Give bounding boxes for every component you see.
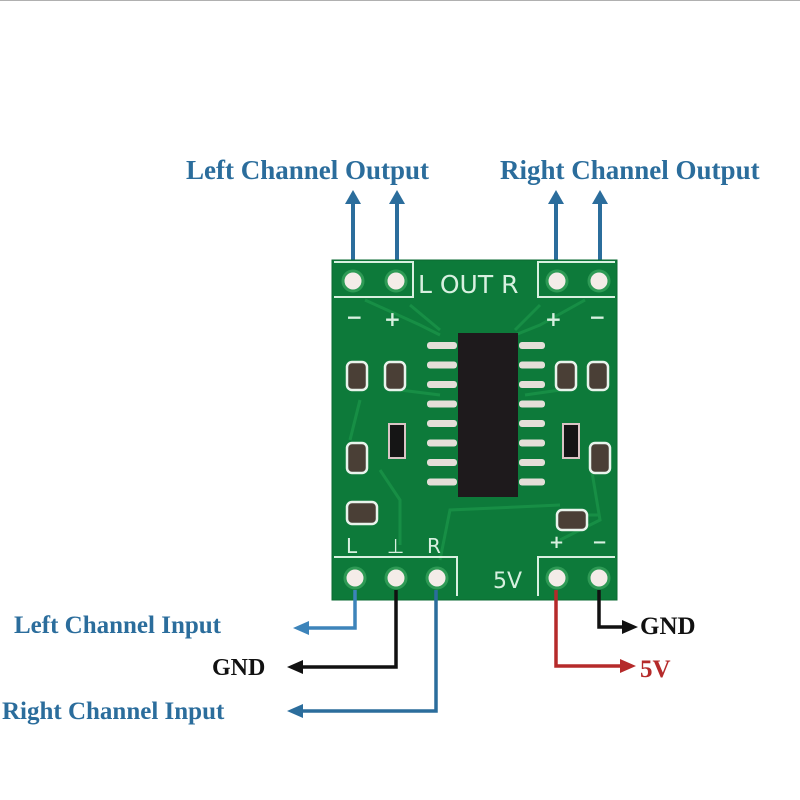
- arrow-left-input: [293, 621, 309, 635]
- pad-left-out-plus: [384, 269, 408, 293]
- pad-power-minus: [587, 566, 611, 590]
- wire-left-input: [305, 590, 357, 630]
- pad-power-plus: [545, 566, 569, 590]
- pad-in-gnd: [384, 566, 408, 590]
- pad-in-r: [425, 566, 449, 590]
- silkscreen-in-l: L: [346, 534, 358, 558]
- right-channel-input-label: Right Channel Input: [2, 698, 225, 725]
- chip-pin: [427, 342, 457, 349]
- chip-pin: [427, 459, 457, 466]
- pad-right-out-plus: [545, 269, 569, 293]
- chip-pin: [519, 420, 545, 427]
- silkscreen-left-minus: −: [346, 305, 363, 329]
- cap-c4: [586, 360, 610, 392]
- left-channel-output-label: Left Channel Output: [186, 155, 430, 185]
- cap-c6: [588, 441, 612, 475]
- output-arrows: [345, 190, 608, 262]
- power-5v-label: 5V: [640, 656, 671, 683]
- cap-c7: [345, 500, 379, 526]
- chip-body: [458, 333, 518, 497]
- silkscreen-power-minus: −: [592, 532, 607, 553]
- silkscreen-5v: 5V: [493, 569, 522, 594]
- chip-pin: [519, 459, 545, 466]
- left-output-minus-arrow: [345, 190, 361, 262]
- silkscreen-left-plus: +: [384, 307, 401, 331]
- top-silkscreen-boxes: [334, 261, 615, 298]
- power-wires: [554, 590, 638, 673]
- chip-pin: [519, 400, 545, 408]
- right-channel-output-label: Right Channel Output: [500, 155, 760, 185]
- pcb-board: L OUT R − + + −: [331, 259, 618, 601]
- top-border-line: [0, 0, 800, 1]
- cap-c1: [345, 360, 369, 392]
- silkscreen-right-minus: −: [589, 305, 606, 329]
- chip-pin: [519, 342, 545, 349]
- cap-c5: [345, 441, 369, 475]
- left-channel-input-label: Left Channel Input: [14, 612, 221, 639]
- silkscreen-out-label: L OUT R: [418, 270, 518, 299]
- arrow-5v-power: [620, 659, 636, 673]
- gnd-power-label: GND: [640, 613, 696, 640]
- input-pads: [343, 566, 611, 590]
- cap-c2: [383, 360, 407, 392]
- chip-pin: [519, 478, 545, 486]
- chip-pin: [519, 381, 545, 388]
- chip-pin: [519, 361, 545, 369]
- wire-right-input: [300, 590, 438, 713]
- pad-left-out-minus: [341, 269, 365, 293]
- silkscreen-power-plus: +: [549, 532, 564, 553]
- right-output-plus-arrow: [548, 190, 564, 262]
- left-output-plus-arrow: [389, 190, 405, 262]
- wire-gnd-power: [597, 590, 624, 629]
- chip-pin: [427, 381, 457, 388]
- chip-pin: [427, 439, 457, 447]
- silkscreen-in-gnd: ⊥: [387, 534, 404, 558]
- bottom-silkscreen-boxes: [334, 556, 615, 596]
- chip-pins-left: [427, 342, 457, 486]
- pad-in-l: [343, 566, 367, 590]
- chip-pin: [427, 420, 457, 427]
- chip-pins-right: [519, 342, 545, 486]
- wire-5v-power: [554, 590, 622, 668]
- output-pads: [341, 269, 611, 293]
- smd-components: [345, 360, 612, 532]
- silkscreen-right-plus: +: [545, 307, 562, 331]
- resistors: [388, 423, 580, 459]
- arrow-right-input: [287, 704, 303, 718]
- silkscreen-in-r: R: [427, 534, 441, 558]
- right-output-minus-arrow: [592, 190, 608, 262]
- chip-pin: [427, 400, 457, 408]
- cap-c3: [554, 360, 578, 392]
- chip-pin: [519, 439, 545, 447]
- resistor-r1: [388, 423, 406, 459]
- arrow-gnd-power: [622, 620, 638, 634]
- amplifier-chip: [427, 333, 545, 497]
- cap-c8: [555, 508, 589, 532]
- arrow-gnd-input: [287, 660, 303, 674]
- chip-pin: [427, 361, 457, 369]
- pad-right-out-minus: [587, 269, 611, 293]
- input-wires: [287, 590, 438, 718]
- resistor-r2: [562, 423, 580, 459]
- wire-gnd-input: [300, 590, 398, 669]
- gnd-input-label: GND: [212, 655, 266, 681]
- chip-pin: [427, 478, 457, 486]
